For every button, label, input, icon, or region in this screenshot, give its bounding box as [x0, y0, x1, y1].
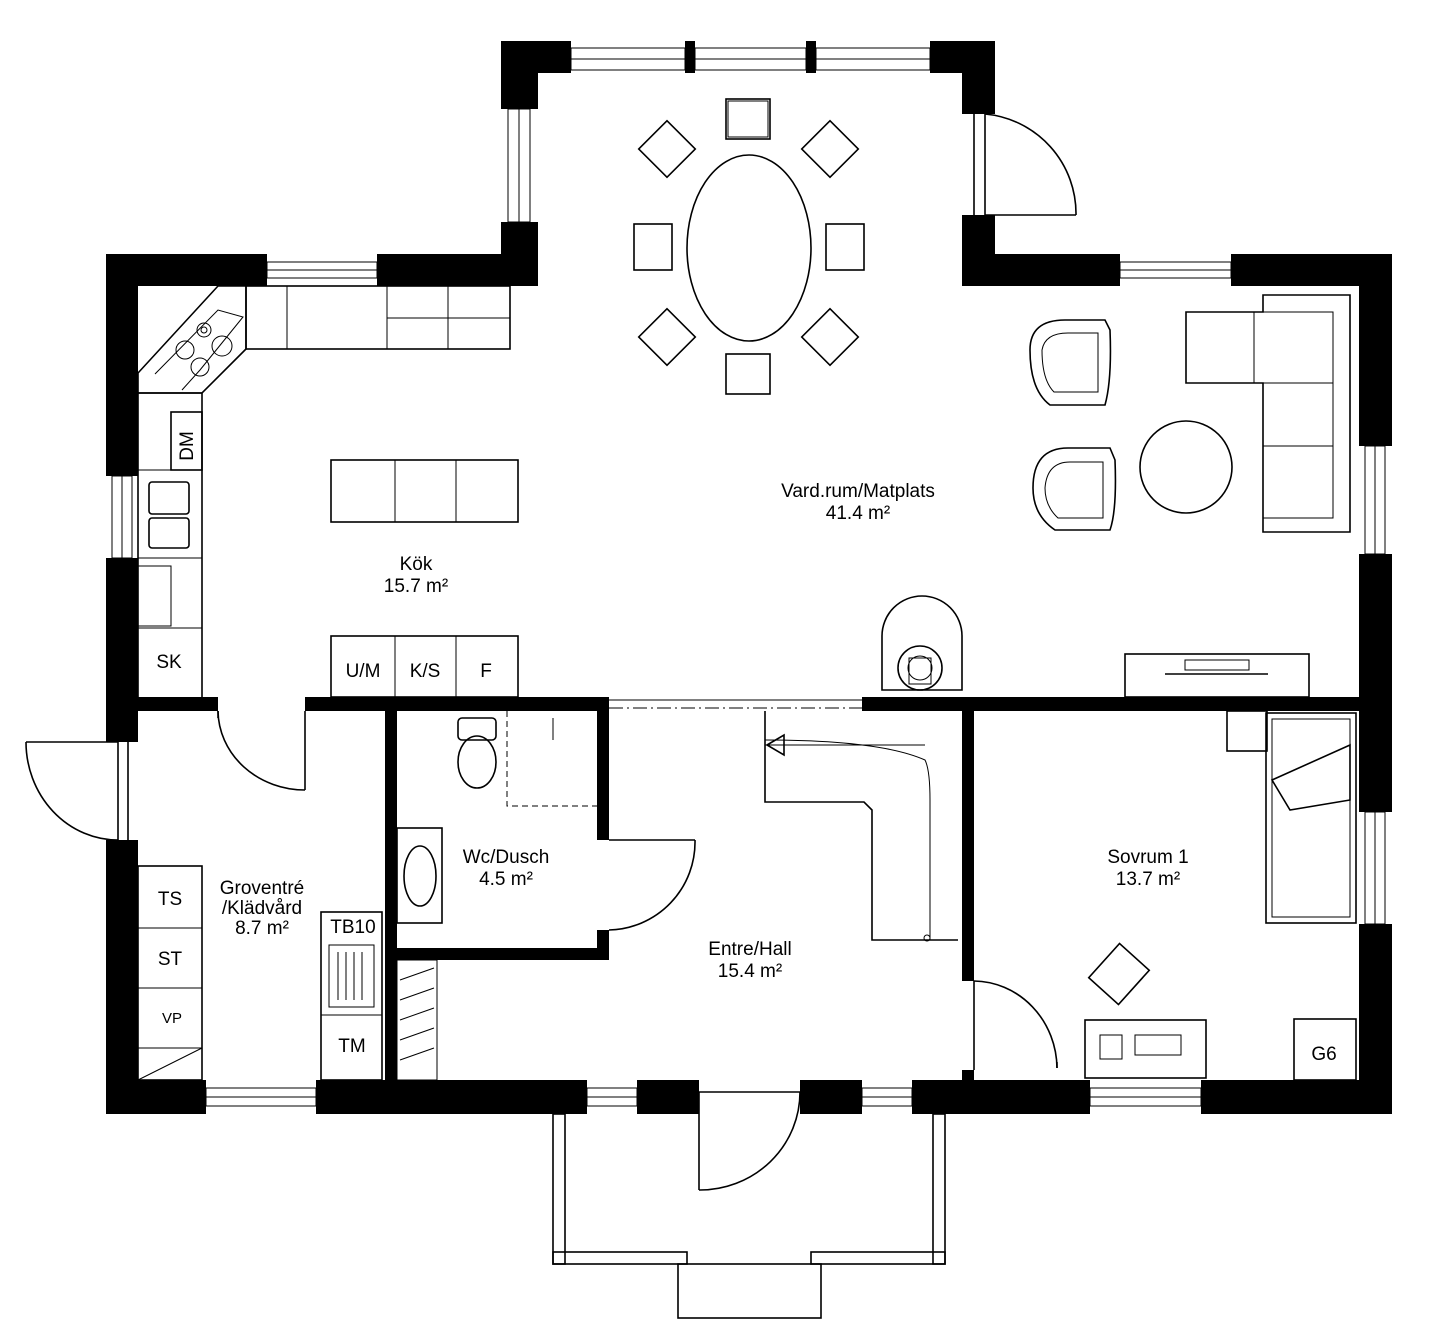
tb10-label: TB10 [330, 917, 375, 938]
sk-label: SK [156, 652, 182, 673]
g6-label: G6 [1311, 1044, 1336, 1065]
doors [25, 113, 1077, 1191]
bedroom-area: 13.7 m² [1116, 869, 1180, 890]
living-furniture [881, 294, 1351, 698]
st-label: ST [158, 949, 183, 970]
windows [111, 47, 1386, 1107]
wc-fixtures [396, 711, 597, 924]
f-label: F [480, 661, 492, 682]
wc-name: Wc/Dusch [463, 847, 550, 868]
living-room-area: 41.4 m² [826, 503, 890, 524]
fixture-codes: DM SK U/M K/S F TS ST VP TB10 TM G6 [156, 431, 1336, 1065]
hall-area: 15.4 m² [718, 961, 782, 982]
tm-label: TM [338, 1036, 365, 1057]
bedroom-fixtures [1084, 710, 1357, 1081]
porch [552, 1113, 946, 1319]
dining-set [633, 98, 865, 395]
kitchen-cabinets [137, 285, 519, 699]
ts-label: TS [158, 889, 182, 910]
living-room-name: Vard.rum/Matplats [781, 481, 935, 502]
groventre-fixtures [137, 865, 438, 1081]
groventre-name-line2: /Klädvård [222, 898, 302, 919]
vp-label: VP [162, 1010, 182, 1027]
wc-area: 4.5 m² [479, 869, 533, 890]
um-label: U/M [346, 661, 381, 682]
bedroom-name: Sovrum 1 [1107, 847, 1188, 868]
hall-name: Entre/Hall [708, 939, 791, 960]
exterior-walls [106, 41, 1392, 1114]
kitchen-area: 15.7 m² [384, 576, 448, 597]
groventre-area: 8.7 m² [235, 918, 289, 939]
room-labels: Vard.rum/Matplats 41.4 m² Kök 15.7 m² Wc… [220, 481, 1189, 982]
hall-fixtures [764, 711, 958, 942]
interior-walls [138, 697, 1359, 1081]
groventre-name-line1: Groventré [220, 878, 304, 899]
dm-label: DM [177, 431, 198, 461]
kitchen-name: Kök [400, 554, 433, 575]
ks-label: K/S [410, 661, 441, 682]
